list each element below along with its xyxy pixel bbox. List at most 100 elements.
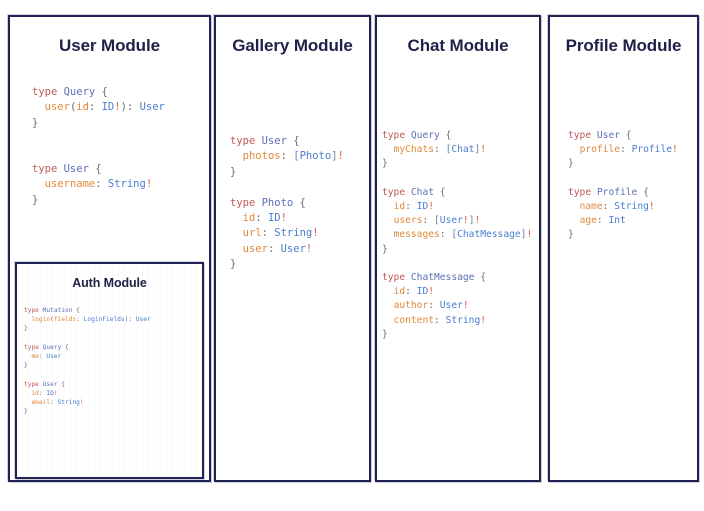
panel-auth-module[interactable]: Auth Module type Mutation { login(fields… [15,262,204,479]
code-token-bang: ! [526,229,533,241]
code-token-bang: ! [480,314,486,326]
code-token-type: String [274,227,313,240]
code-line: type Query { [32,85,165,100]
code-token-field: url [242,227,262,240]
code-token-bang: ! [428,286,435,298]
code-token-punc: : [405,286,417,298]
code-line: } [568,157,678,171]
code-token-punc: : [95,178,108,191]
code-line: type User { [24,380,151,389]
code-token-punc [230,227,243,239]
code-token-punc: : [596,215,609,227]
code-token-bang: ! [648,201,655,213]
code-token-bang: ! [462,215,469,227]
code-token-bang: ! [428,201,435,213]
code-token-field: users [393,215,423,227]
panel-gallery-module[interactable]: Gallery Module type User { photos: [Phot… [214,15,371,482]
code-token-tname: Query [410,130,440,141]
code-token-brk: [ [451,229,458,241]
code-blank-line [230,180,344,195]
code-token-kw: type [382,130,411,141]
code-token-bang: ! [145,178,153,191]
code-token-kw: type [230,196,262,209]
code-token-bang: ! [305,242,313,255]
code-token-type: LoginFields [83,316,125,324]
code-token-type: ID [416,286,429,298]
code-token-type: User [46,353,62,361]
code-token-type: Chat [451,144,475,156]
code-token-punc: { [434,186,446,198]
code-token-tname: Query [63,86,96,98]
code-line: name: String! [568,200,678,214]
code-blank-line [382,257,532,271]
code-token-punc: : [439,229,452,241]
code-token-field: name [579,201,603,213]
code-token-type: User [280,242,306,255]
code-token-punc: } [382,243,388,255]
code-token-bang: ! [114,101,121,114]
code-token-punc: } [568,158,574,170]
code-token-punc: } [382,328,388,340]
code-token-field: user [242,242,268,255]
code-line: } [230,165,344,180]
code-token-type: ID [101,101,115,114]
code-token-punc: } [24,325,28,333]
code-token-punc: : [255,212,268,225]
code-line: } [382,328,532,342]
code-token-type: ID [267,212,281,225]
code-block-user-module: type Query { user(id: ID!): User} type U… [32,85,165,208]
code-line: type Mutation { [24,306,151,315]
panel-title-auth-module: Auth Module [72,276,147,290]
code-token-punc: } [24,408,28,416]
code-token-punc [32,178,45,190]
code-token-punc: : [38,389,47,397]
code-line: type Profile { [568,186,678,200]
panel-chat-module[interactable]: Chat Module type Query { myChats: [Chat]… [375,15,541,482]
code-token-punc: : [126,101,140,114]
code-token-kw: type [32,86,64,98]
code-token-brk: [ [293,150,300,163]
code-token-punc: : [50,399,58,407]
code-token-punc: : [434,314,446,326]
code-token-punc: } [230,165,237,178]
code-token-punc [382,300,394,311]
code-token-punc: : [280,150,294,163]
code-line: age: Int [568,214,678,228]
code-line: user: User! [230,242,344,257]
code-line: id: ID! [382,285,532,299]
panel-title-gallery-module: Gallery Module [232,36,353,55]
code-token-field: email [31,399,51,407]
panel-user-module[interactable]: User Module type Query { user(id: ID!): … [8,15,211,482]
code-token-punc: { [286,135,300,147]
code-line: type User { [568,129,678,143]
code-blank-line [32,131,165,146]
code-token-kw: type [24,307,43,314]
code-token-type: ID [416,201,429,213]
code-token-punc: { [637,186,649,198]
code-token-field: fields [53,316,77,324]
code-token-bang: ! [337,150,344,163]
code-token-punc: ) [120,101,127,114]
panel-title-chat-module: Chat Module [407,36,509,55]
code-token-field: me [31,353,39,361]
code-token-field: id [76,101,89,114]
panel-profile-module[interactable]: Profile Module type User { profile: Prof… [548,15,699,482]
code-token-punc [230,212,243,224]
code-token-field: content [393,314,434,326]
code-token-punc [230,243,243,255]
code-token-bang: ! [79,399,84,407]
code-line: login(fields: LoginFields): User [24,315,150,324]
code-token-punc: { [72,307,80,314]
code-line: id: ID! [24,389,151,398]
code-line: type User { [230,134,344,149]
code-line: id: ID! [230,211,344,226]
code-token-punc: ( [69,101,77,114]
code-token-kw: type [32,163,64,176]
code-token-bang: ! [474,215,481,227]
code-token-punc: : [88,101,102,114]
code-line: } [568,228,678,242]
code-token-punc: { [57,380,65,388]
code-token-tname: Chat [410,186,434,198]
code-token-punc [568,144,580,155]
